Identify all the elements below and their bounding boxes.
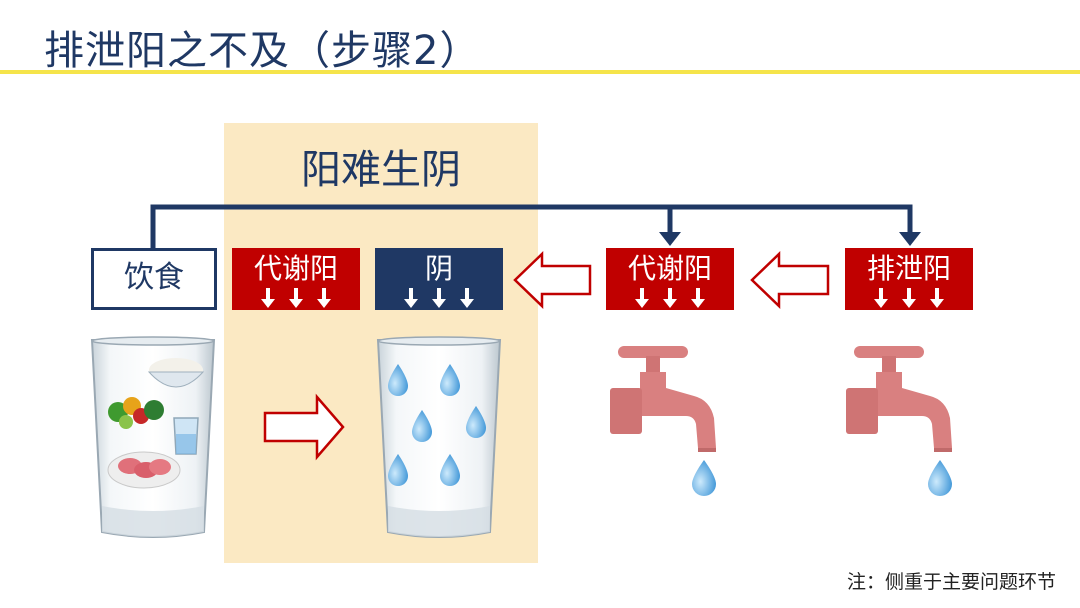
faucet-icon xyxy=(846,346,952,496)
metabolic-yang-label-1: 代谢阳 xyxy=(253,252,338,285)
diet-box: 饮食 xyxy=(91,248,217,310)
panel-title: 阳难生阴 xyxy=(301,147,461,193)
faucet-icon xyxy=(610,346,716,496)
down-arrows xyxy=(375,288,503,308)
yin-label: 阴 xyxy=(424,252,453,285)
food-glass-icon xyxy=(90,336,216,538)
hollow-arrow-left-2 xyxy=(750,251,830,309)
connector-arrowhead-excrete xyxy=(899,232,921,246)
down-arrow-icon xyxy=(874,288,888,308)
down-arrow-icon xyxy=(404,288,418,308)
metabolic-yang-box-2: 代谢阳 xyxy=(606,248,734,310)
down-arrow-icon xyxy=(317,288,331,308)
yin-box: 阴 xyxy=(375,248,503,310)
down-arrow-icon xyxy=(261,288,275,308)
diet-label: 饮食 xyxy=(124,260,184,295)
excrete-yang-box: 排泄阳 xyxy=(845,248,973,310)
down-arrow-icon xyxy=(289,288,303,308)
hollow-arrow-left-1 xyxy=(513,251,592,309)
metabolic-yang-box-1: 代谢阳 xyxy=(232,248,360,310)
footer-note: 注：侧重于主要问题环节 xyxy=(846,571,1056,593)
down-arrows xyxy=(845,288,973,308)
down-arrow-icon xyxy=(460,288,474,308)
down-arrow-icon xyxy=(635,288,649,308)
feedback-connector xyxy=(150,204,913,248)
down-arrow-icon xyxy=(432,288,446,308)
connector-arrowhead-metabolic xyxy=(659,232,681,246)
metabolic-yang-label-2: 代谢阳 xyxy=(627,252,712,285)
down-arrow-icon xyxy=(691,288,705,308)
down-arrows xyxy=(606,288,734,308)
down-arrow-icon xyxy=(930,288,944,308)
down-arrows xyxy=(232,288,360,308)
down-arrow-icon xyxy=(902,288,916,308)
water-glass-icon xyxy=(376,336,502,538)
down-arrow-icon xyxy=(663,288,677,308)
title-underline xyxy=(0,70,1080,74)
hollow-arrow-right xyxy=(263,393,345,461)
page-title: 排泄阳之不及（步骤2） xyxy=(44,28,481,74)
excrete-yang-label: 排泄阳 xyxy=(866,252,951,285)
